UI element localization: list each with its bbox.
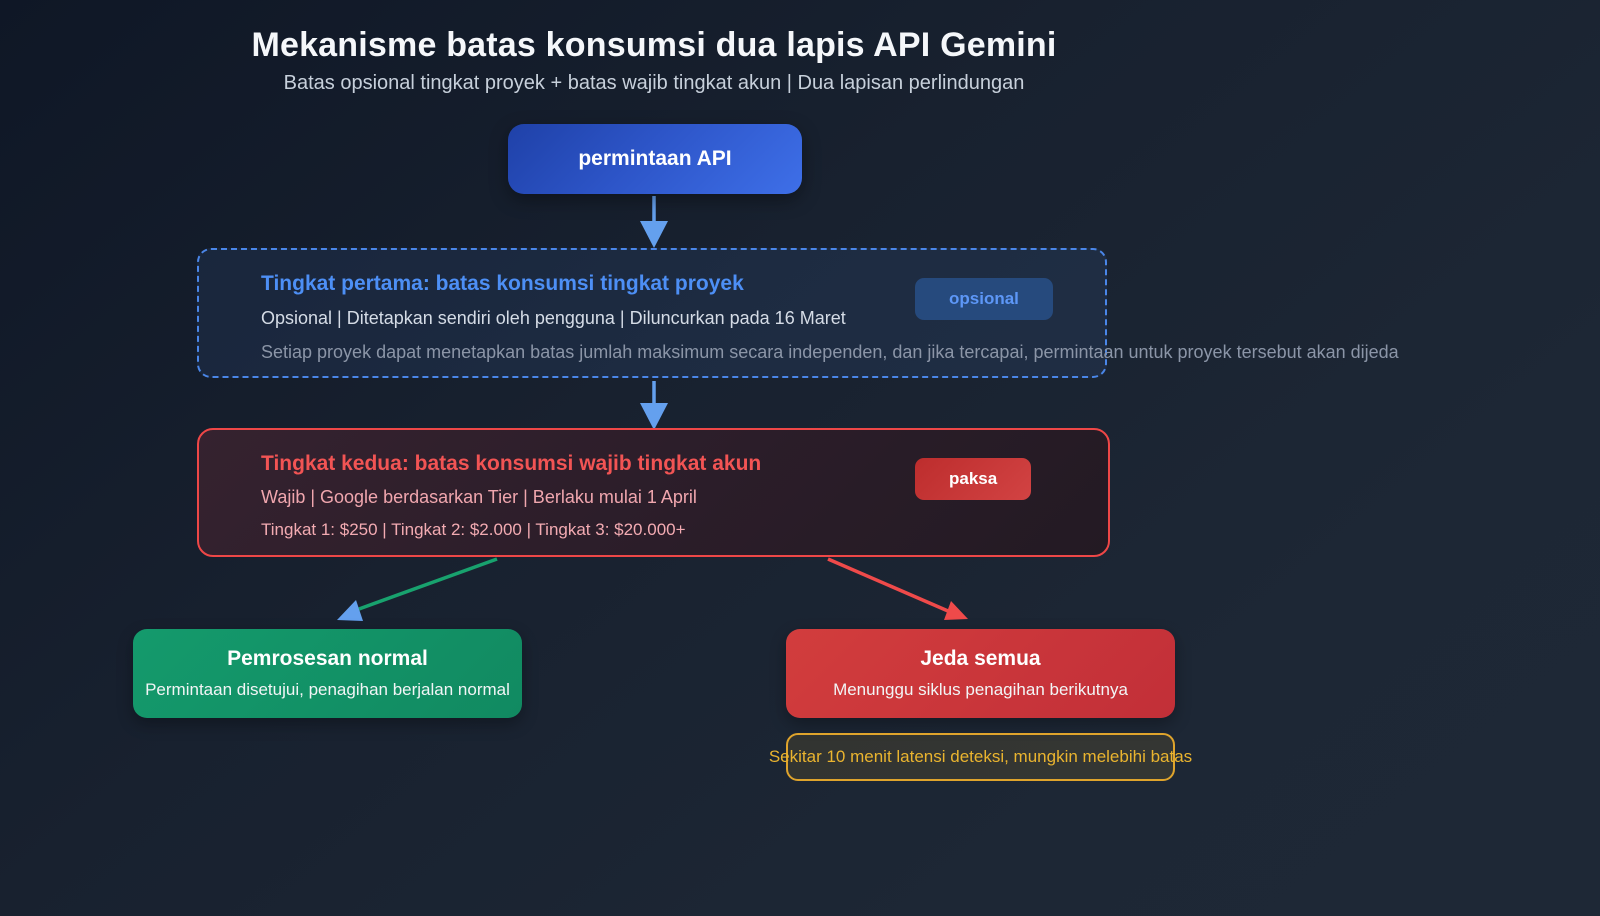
tier1-title: Tingkat pertama: batas konsumsi tingkat … [261,272,744,295]
tier2-pricing-tiers: Tingkat 1: $250 | Tingkat 2: $2.000 | Ti… [261,520,686,539]
page-title: Mekanisme batas konsumsi dua lapis API G… [251,26,1057,64]
api-request-label: permintaan API [578,147,732,170]
arrow-tier2-to-pause-line [827,557,949,613]
tier2-title: Tingkat kedua: batas konsumsi wajib ting… [261,452,762,475]
page-subtitle: Batas opsional tingkat proyek + batas wa… [283,72,1025,94]
outcome-normal-subtitle: Permintaan disetujui, penagihan berjalan… [145,680,510,699]
latency-note-text: Sekitar 10 menit latensi deteksi, mungki… [768,747,1193,766]
arrow-tier2-to-pause-head [944,601,968,620]
tier1-meta: Opsional | Ditetapkan sendiri oleh pengg… [261,308,846,328]
outcome-normal-title: Pemrosesan normal [227,647,428,670]
arrow-tier2-to-normal-line [358,557,498,611]
arrow-api-to-tier1-head [640,221,668,248]
node-outcome-pause: Jeda semua Menunggu siklus penagihan ber… [786,629,1175,718]
tier1-description: Setiap proyek dapat menetapkan batas jum… [261,342,1399,362]
tier2-badge-enforced: paksa [915,458,1032,500]
outcome-pause-subtitle: Menunggu siklus penagihan berikutnya [833,680,1128,699]
tier2-meta: Wajib | Google berdasarkan Tier | Berlak… [261,487,697,507]
latency-note: Sekitar 10 menit latensi deteksi, mungki… [769,733,1192,781]
outcome-pause-title: Jeda semua [920,647,1041,670]
tier1-badge-optional: opsional [915,278,1053,320]
node-api-request: permintaan API [508,124,802,194]
node-outcome-normal: Pemrosesan normal Permintaan disetujui, … [133,629,522,718]
arrow-tier2-to-normal-head [337,600,363,621]
arrow-tier1-to-tier2-head [640,403,668,430]
